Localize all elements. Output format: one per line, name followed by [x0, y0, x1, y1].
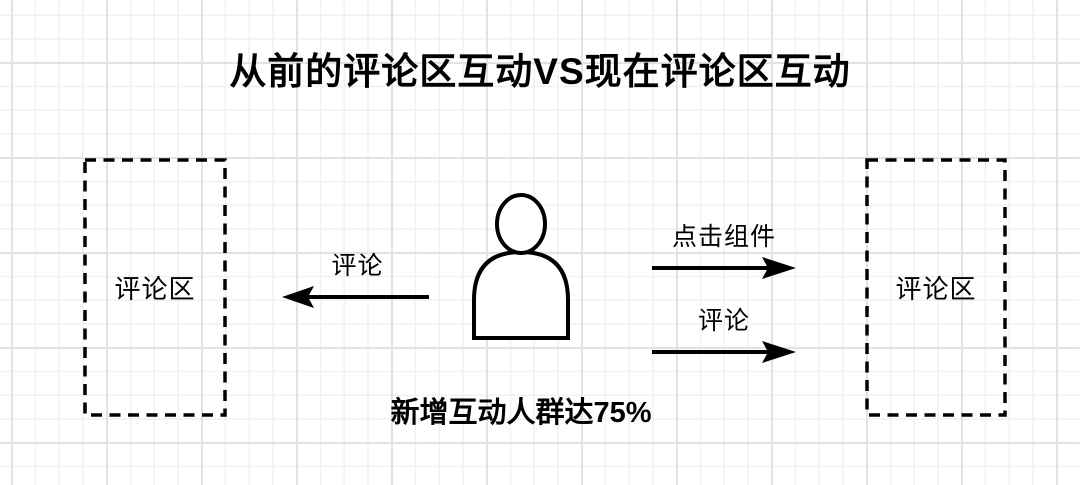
old-flow-arrow-label: 评论	[331, 252, 384, 280]
right-comment-box-label: 评论区	[895, 274, 977, 304]
new-flow-bottom-arrow-label: 评论	[697, 307, 750, 335]
old-flow-arrow-left-icon	[282, 286, 429, 308]
left-comment-box: 评论区	[83, 158, 227, 417]
left-comment-box-outline	[83, 158, 227, 417]
new-flow-top-arrow-label: 点击组件	[671, 223, 776, 251]
left-comment-box-label: 评论区	[114, 274, 196, 304]
new-flow-top-arrow-right-icon	[652, 257, 796, 279]
new-flow-bottom-arrow-right-icon	[652, 341, 796, 363]
right-comment-box: 评论区	[865, 158, 1007, 417]
caption-text: 新增互动人群达75%	[390, 397, 652, 429]
person-icon	[472, 193, 570, 340]
diagram-title: 从前的评论区互动VS现在评论区互动	[229, 51, 851, 92]
right-comment-box-outline	[865, 158, 1007, 417]
